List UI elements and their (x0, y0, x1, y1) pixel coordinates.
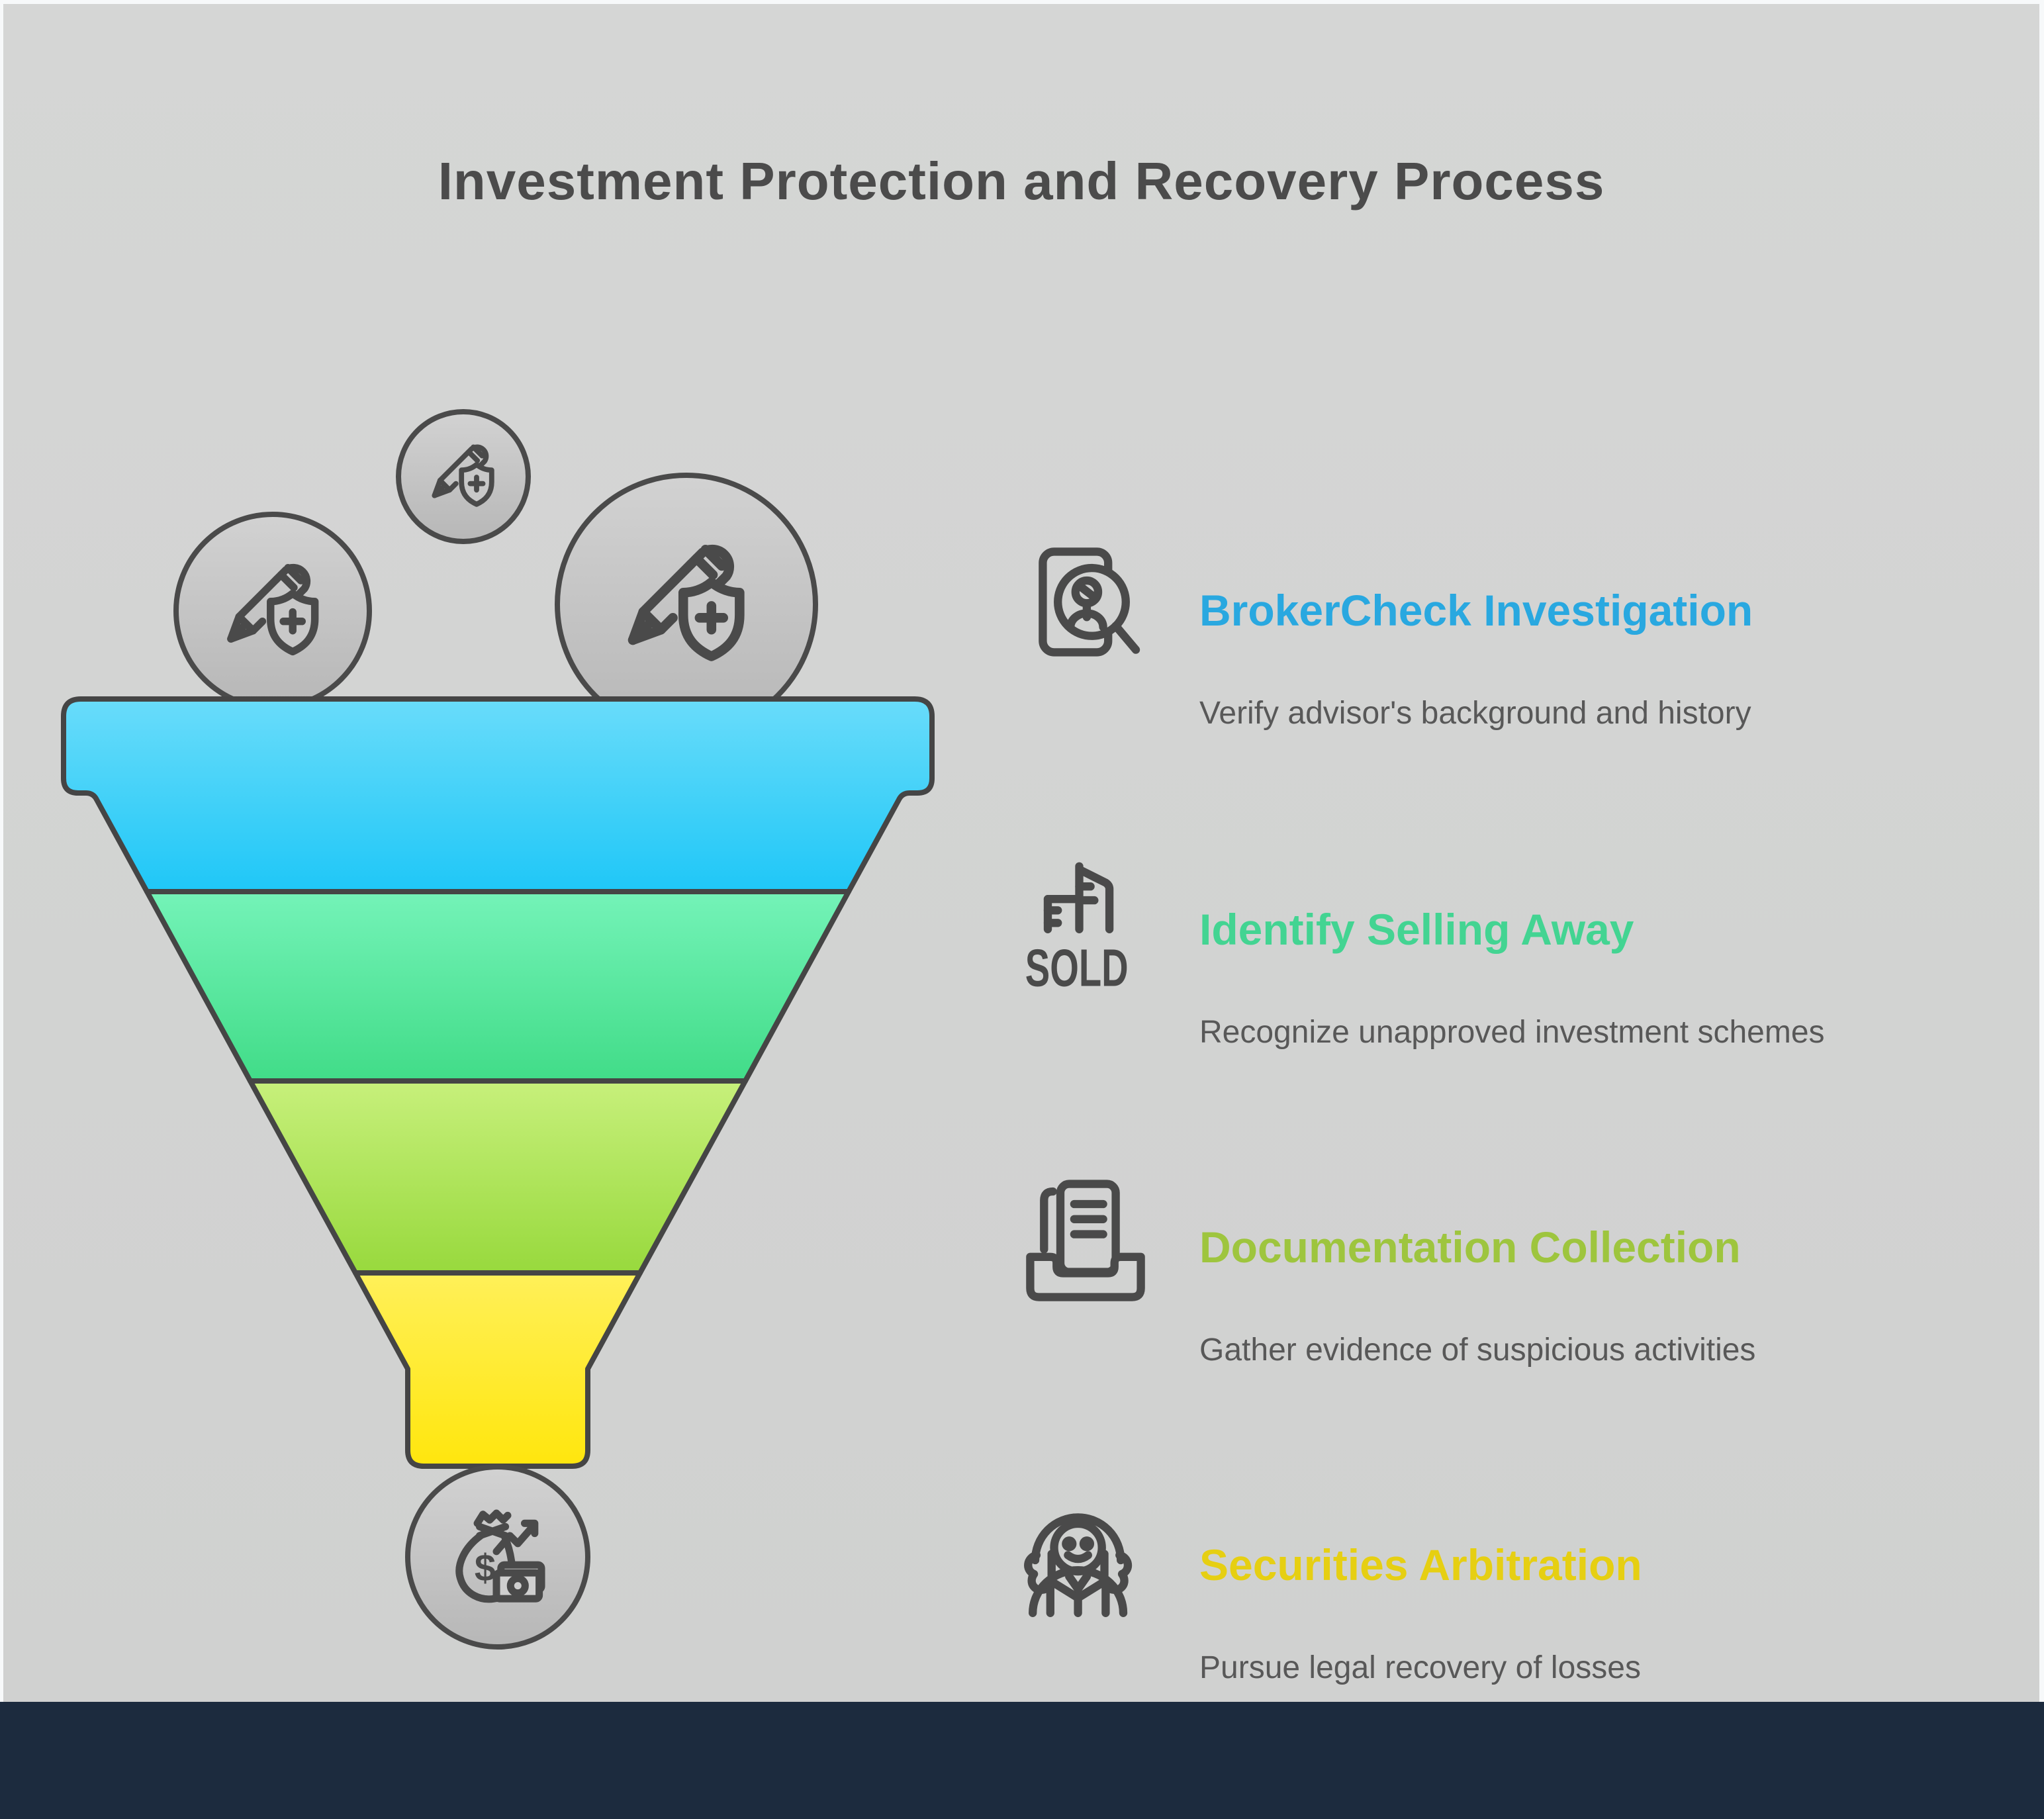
step-title-arbitration: Securities Arbitration (1199, 1540, 1642, 1589)
step-subtitle-brokercheck: Verify advisor's background and history (1199, 696, 1751, 731)
money-growth-icon: $ (455, 1509, 545, 1603)
sold-building-icon: SOLD (1025, 862, 1129, 996)
step-title-brokercheck: BrokerCheck Investigation (1199, 586, 1753, 635)
step-subtitle-selling-away: Recognize unapproved investment schemes (1199, 1015, 1825, 1050)
bubble-right (555, 473, 818, 736)
step-subtitle-arbitration: Pursue legal recovery of losses (1199, 1650, 1641, 1685)
page-title: Investment Protection and Recovery Proce… (438, 152, 1605, 210)
bubble-result: $ (405, 1464, 590, 1650)
bubble-left (173, 512, 372, 710)
document-tray-icon (1026, 1180, 1145, 1301)
footer-bar (0, 1702, 2044, 1819)
bubble-small (396, 409, 531, 544)
funnel-layer-documentation (248, 1078, 748, 1276)
step-subtitle-documentation: Gather evidence of suspicious activities (1199, 1332, 1756, 1368)
sold-label: SOLD (1025, 938, 1129, 996)
dollar-glyph: $ (475, 1547, 496, 1589)
judge-icon (1024, 1513, 1133, 1617)
funnel-layer-brokercheck (61, 696, 935, 894)
step-title-documentation: Documentation Collection (1199, 1223, 1741, 1272)
id-card-magnifier-icon (1039, 547, 1140, 657)
funnel-layer-arbitration (353, 1270, 643, 1469)
funnel-layer-selling-away (144, 889, 851, 1084)
step-title-selling-away: Identify Selling Away (1199, 905, 1634, 954)
